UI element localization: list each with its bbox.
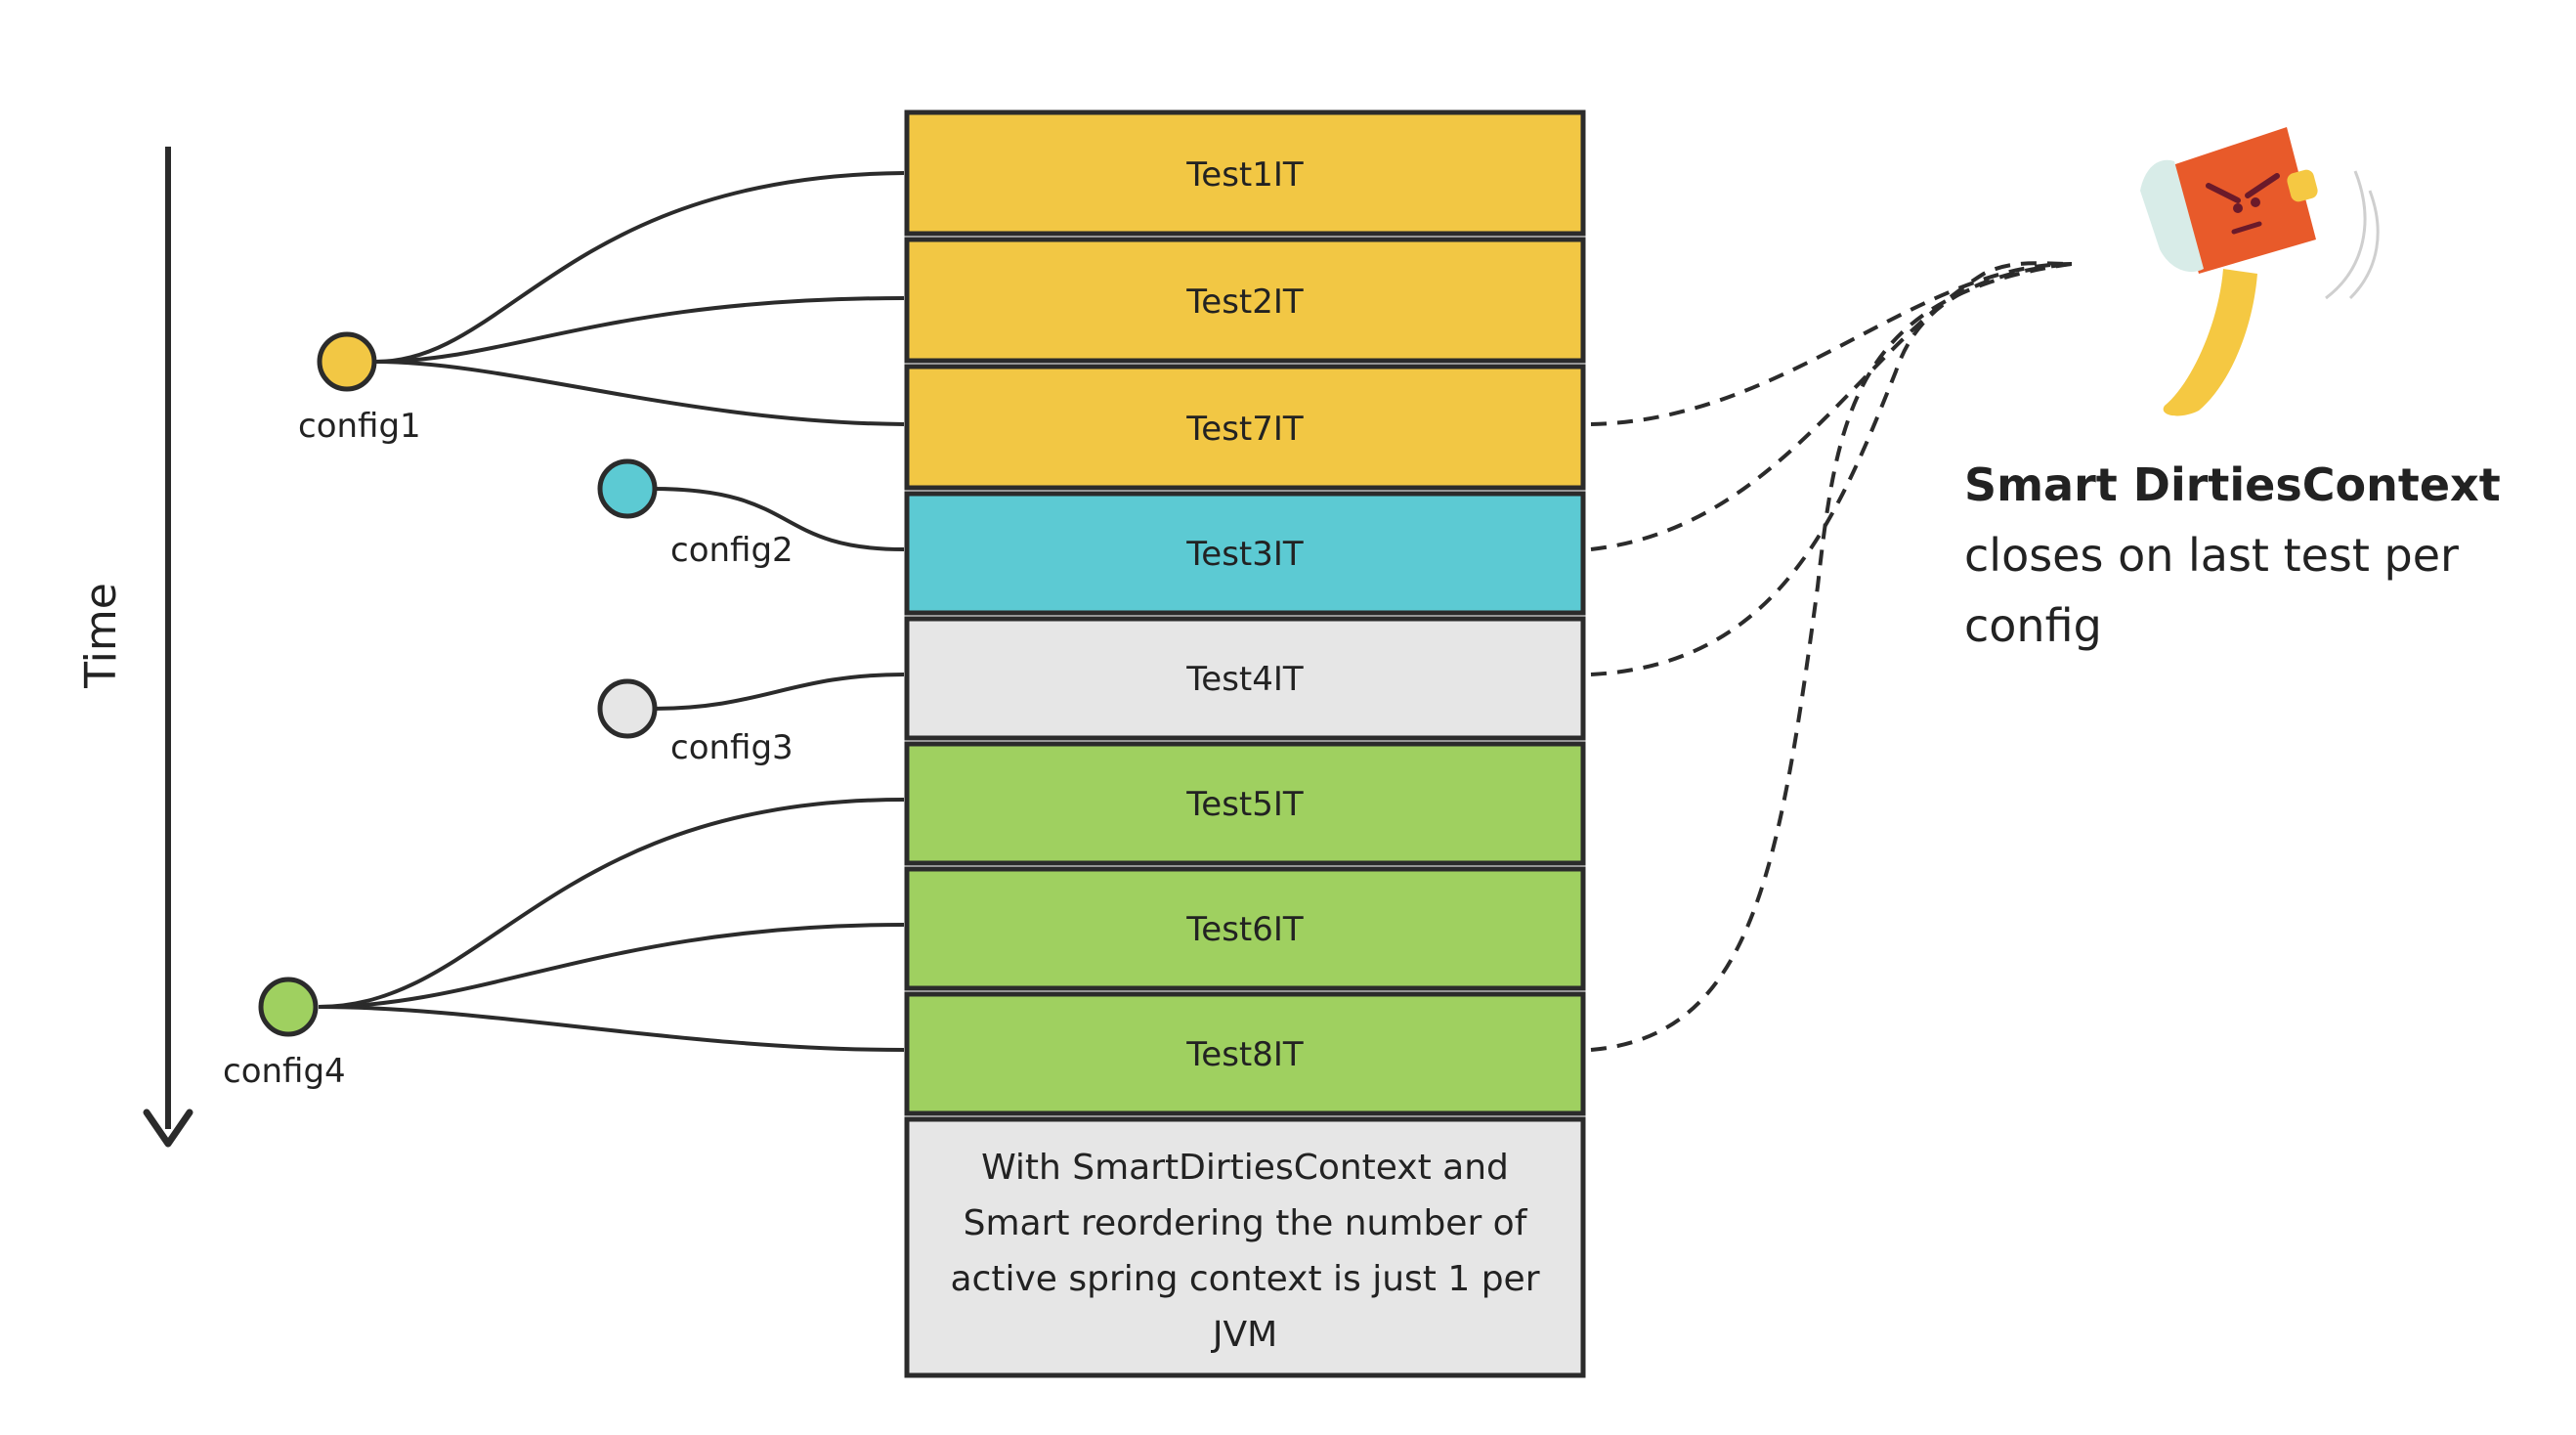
config-connectors	[318, 171, 905, 1052]
test-label-4: Test4IT	[1185, 660, 1304, 699]
axe-head	[2169, 127, 2316, 274]
axe-icon	[2140, 127, 2380, 416]
config-labels: config1 config2 config3 config4	[223, 407, 794, 1091]
config4-node	[258, 977, 319, 1037]
config2-label: config2	[670, 531, 794, 570]
test-label-8: Test8IT	[1185, 1035, 1304, 1074]
config1-node	[317, 331, 377, 392]
test-box-4	[904, 616, 1586, 741]
connector-config1-test2	[375, 296, 905, 364]
test-box-7	[904, 364, 1586, 491]
test-labels: Test1IT Test2IT Test7IT Test3IT Test4IT …	[1185, 155, 1304, 1074]
config3-node	[597, 678, 658, 739]
connector-config4-test6	[318, 923, 905, 1009]
connector-config1-test1	[375, 171, 905, 364]
connector-config1-test7	[375, 360, 905, 426]
dirties-context-callouts	[1590, 261, 2073, 1052]
connector-config3-test4	[652, 673, 905, 711]
test-label-1: Test1IT	[1185, 155, 1304, 195]
timeline: Time	[76, 147, 193, 1148]
note-box	[904, 1116, 1586, 1378]
timeline-arrowhead-icon	[143, 1109, 193, 1148]
callout-line-test4	[1590, 262, 2073, 676]
callout-body-line-2: config	[1964, 599, 2102, 652]
test-stack	[904, 109, 1586, 1378]
config4-label: config4	[223, 1052, 346, 1091]
axe-handle	[2163, 269, 2257, 416]
callout-line-test8	[1590, 262, 2073, 1052]
test-label-7: Test7IT	[1185, 410, 1304, 449]
connector-config4-test5	[318, 798, 905, 1009]
test-box-6	[904, 866, 1586, 991]
note-line-2: Smart reordering the number of	[964, 1203, 1528, 1243]
test-box-2	[904, 237, 1586, 364]
timeline-label: Time	[76, 583, 126, 689]
axe-blade	[2140, 159, 2204, 273]
callout-line-test3	[1590, 261, 2073, 551]
note-line-1: With SmartDirtiesContext and	[981, 1148, 1509, 1188]
test-label-2: Test2IT	[1185, 283, 1304, 322]
test-box-3	[904, 491, 1586, 616]
config2-node	[597, 458, 658, 519]
callout-line-test7	[1590, 262, 2073, 426]
test-label-5: Test5IT	[1185, 785, 1304, 824]
callout-body-line-1: closes on last test per	[1964, 529, 2459, 582]
callout-title: Smart DirtiesContext	[1964, 458, 2501, 511]
note-line-3: active spring context is just 1 per	[951, 1259, 1540, 1299]
config3-label: config3	[670, 728, 794, 767]
config-nodes	[258, 331, 658, 1037]
config1-label: config1	[298, 407, 421, 446]
test-box-8	[904, 991, 1586, 1116]
connector-config4-test8	[318, 1005, 905, 1052]
callout-text: Smart DirtiesContext closes on last test…	[1964, 458, 2501, 652]
connector-config2-test3	[652, 487, 905, 551]
test-label-3: Test3IT	[1185, 535, 1304, 574]
test-box-5	[904, 741, 1586, 866]
test-label-6: Test6IT	[1185, 910, 1304, 949]
note: With SmartDirtiesContext and Smart reord…	[951, 1148, 1540, 1355]
note-line-4: JVM	[1211, 1315, 1277, 1355]
test-box-1	[904, 109, 1586, 237]
